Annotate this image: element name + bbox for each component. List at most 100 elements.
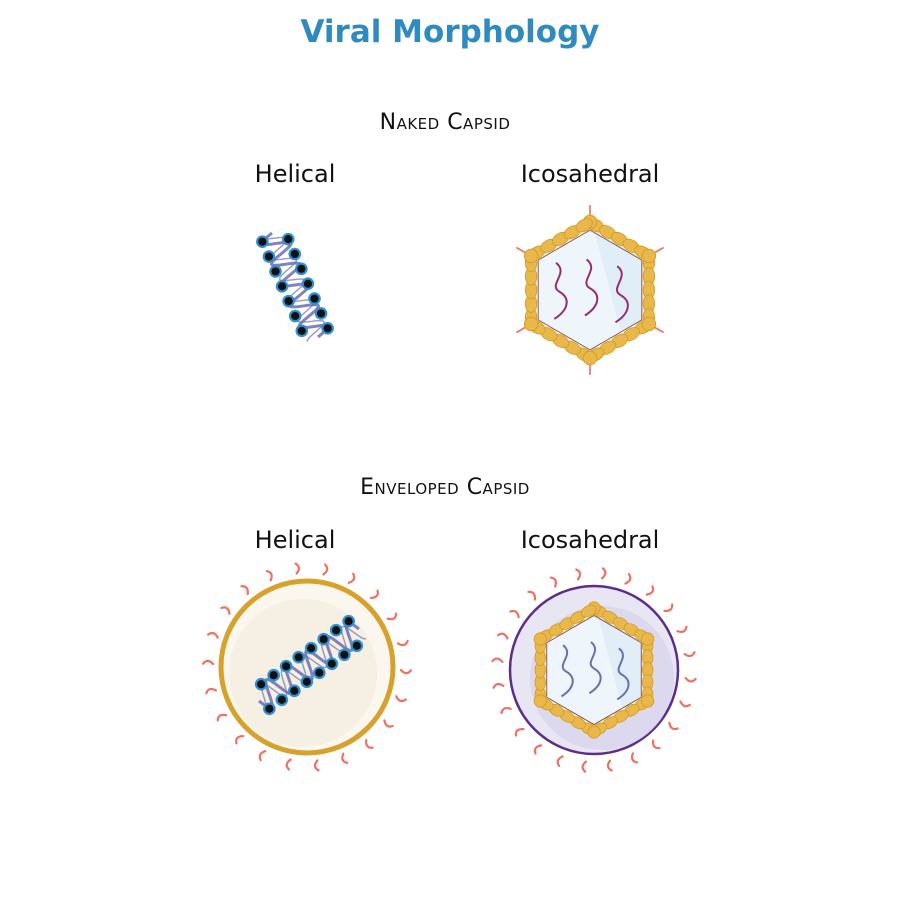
capsomere-dot <box>275 279 289 293</box>
capsomere-dot <box>275 693 289 707</box>
capsomere-dot <box>288 684 301 698</box>
capsid-outline <box>546 614 642 726</box>
enveloped-icosahedral-label: Icosahedral <box>520 526 660 554</box>
envelope-spike <box>258 750 267 762</box>
capsomere-dot <box>300 675 314 689</box>
capsomere <box>575 218 593 233</box>
naked-capsid-heading: Naked Capsid <box>379 110 511 135</box>
helical-nucleocapsid <box>254 614 367 716</box>
capsomere-dot <box>329 623 343 637</box>
envelope-spikes <box>491 567 697 773</box>
genome-strand <box>616 647 630 701</box>
capsomere-vertex <box>641 316 657 332</box>
capsid-face-shading <box>597 612 644 708</box>
envelope-spike <box>500 706 512 715</box>
envelope-spike <box>497 632 509 640</box>
capsomere-dot <box>263 702 276 716</box>
capsomere-dot <box>304 641 318 655</box>
capsomere-dot <box>314 307 328 320</box>
enveloped-helical-virus-illustration <box>200 560 415 775</box>
naked-icosahedral-virus-illustration <box>495 195 685 385</box>
envelope-spike <box>383 719 394 728</box>
capsomere-vertex <box>641 632 655 646</box>
enveloped-capsid-heading: Enveloped Capsid <box>360 475 530 500</box>
envelope-spike <box>492 682 505 689</box>
capsomere-vertex <box>582 350 598 366</box>
capsomere-dot <box>281 232 295 246</box>
naked-helical-virus-illustration <box>230 215 360 355</box>
capsomere-dot <box>256 235 269 249</box>
genome-strand <box>584 258 599 317</box>
capsomere-dot <box>342 614 355 628</box>
envelope-spike <box>365 738 374 749</box>
envelope-spike <box>676 625 688 634</box>
capsomere-dot <box>308 292 321 305</box>
envelope-spike <box>645 585 655 596</box>
envelope-spike <box>313 759 320 772</box>
envelope-spike <box>630 752 639 764</box>
envelope-spike <box>679 700 691 708</box>
genome-strand <box>560 644 574 698</box>
envelope-spike <box>556 755 564 767</box>
capsomere-dot <box>262 250 276 263</box>
envelope-spike <box>201 659 215 666</box>
capsomere-dot <box>301 277 315 291</box>
envelope-spike <box>396 639 409 647</box>
genome-strand <box>553 262 568 320</box>
capsid-outline <box>537 229 643 351</box>
envelope-spike <box>220 606 231 615</box>
envelope-spike <box>240 585 249 596</box>
envelope-spike <box>581 760 588 773</box>
capsomere-vertex <box>587 725 601 739</box>
icosahedral-capsid <box>515 205 665 375</box>
capsomere-dot <box>350 639 364 653</box>
envelope-spike <box>369 589 379 600</box>
capsomere-dot <box>279 659 293 673</box>
envelope-spike <box>285 758 292 771</box>
page-title: Viral Morphology <box>300 14 600 50</box>
envelope-spike <box>514 727 525 737</box>
envelope-spike <box>395 695 407 703</box>
capsomere-vertex <box>641 694 655 708</box>
capsomere-dot <box>269 265 282 278</box>
capsomere-dot <box>295 324 309 338</box>
capsomere-dot <box>295 262 308 276</box>
envelope-spike <box>527 590 537 601</box>
capsomere-dot <box>288 309 302 323</box>
envelope-spike <box>341 752 349 765</box>
capsomere-dot <box>292 650 305 664</box>
capsomere-dot <box>338 648 351 662</box>
capsomere <box>580 604 597 618</box>
capsomere-vertex <box>641 248 657 264</box>
envelope-spike <box>207 631 219 639</box>
enveloped-icosahedral-virus-illustration <box>491 567 697 773</box>
capsomere-dot <box>313 666 326 680</box>
capsomere-vertex <box>523 248 539 264</box>
naked-icosahedral-label: Icosahedral <box>520 160 660 188</box>
envelope-spike <box>235 734 245 745</box>
helix-strand <box>260 231 330 339</box>
envelope-spike <box>509 609 520 619</box>
envelope-spike <box>265 569 273 582</box>
helix-strand <box>258 620 360 710</box>
envelope-spike <box>575 568 582 581</box>
envelope-spike <box>600 567 607 580</box>
capsomere-vertex <box>533 632 547 646</box>
envelope-spike <box>606 759 613 772</box>
envelope-spike <box>684 676 697 683</box>
naked-helical-label: Helical <box>254 160 336 188</box>
envelope-spike <box>294 562 301 575</box>
envelope-spike <box>491 657 504 664</box>
capsomere-dot <box>317 632 330 646</box>
capsomere-dot <box>254 677 268 691</box>
helical-nucleocapsid <box>256 231 334 342</box>
genome-strand <box>588 641 602 695</box>
envelope-spike <box>322 563 329 576</box>
capsomere-dot <box>321 321 334 335</box>
capsomere-vertex <box>533 694 547 708</box>
capsid-face-shading <box>593 227 645 331</box>
envelope-spike <box>668 721 679 731</box>
capsomere-dot <box>267 668 280 682</box>
envelope-spike <box>663 603 674 613</box>
envelope-spike <box>205 687 218 695</box>
